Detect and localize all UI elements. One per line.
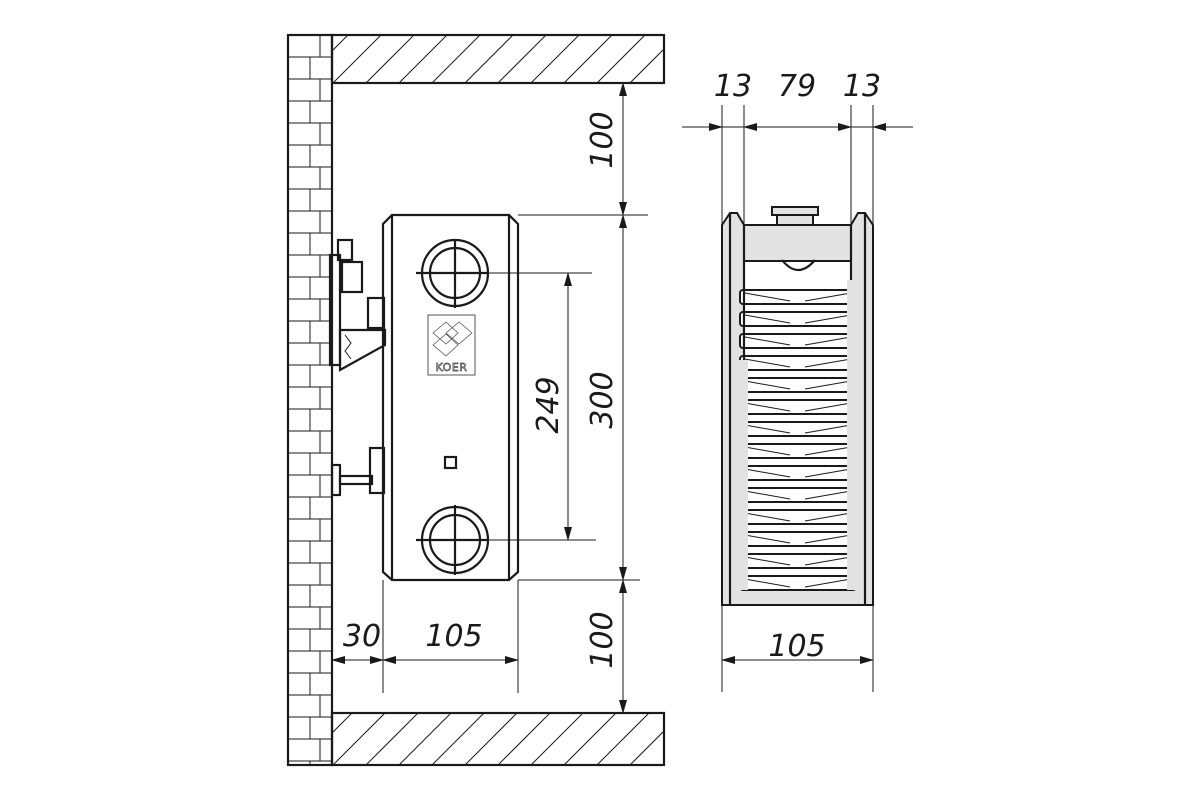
hatch-line <box>596 713 650 765</box>
fin-edge <box>744 512 852 522</box>
fin <box>739 487 857 503</box>
hatch-line <box>563 713 617 765</box>
fin-edge <box>744 490 852 500</box>
fin <box>739 553 857 569</box>
hatch-line <box>332 713 386 765</box>
brick-wall <box>286 33 334 767</box>
fin-edge <box>744 314 852 324</box>
hatch-line <box>431 35 481 83</box>
fin-edge <box>744 578 852 588</box>
fin-edge <box>744 556 852 566</box>
air-vent <box>443 455 458 470</box>
dim-height: 300 <box>585 371 620 428</box>
dim-side-depth: 105 <box>425 619 482 654</box>
fin-edge <box>744 446 852 456</box>
koer-logo: KOER <box>427 314 476 376</box>
radiator-section-view <box>721 206 874 606</box>
dim-front-middle: 79 <box>778 69 816 104</box>
hatch-line <box>464 35 514 83</box>
radiator-side-view: KOER <box>381 213 520 582</box>
fin-edge <box>744 380 852 390</box>
fin-edge <box>744 402 852 412</box>
front-dimensions: 13 79 13 105 <box>682 69 913 692</box>
hatch-line <box>662 763 664 765</box>
ceiling <box>330 33 666 85</box>
floor <box>330 711 748 767</box>
hatch-line <box>365 35 415 83</box>
fin-edge <box>744 358 852 368</box>
fin <box>739 509 857 525</box>
hatch-line <box>696 713 748 765</box>
wall-bracket-bottom <box>330 446 386 497</box>
hatch-line <box>662 81 664 83</box>
fin <box>739 311 857 327</box>
convector-fins <box>739 289 857 591</box>
fin-edge <box>744 292 852 302</box>
top-pipe-connection <box>416 238 490 308</box>
hatch-line <box>332 35 349 52</box>
fin <box>739 399 857 415</box>
fin <box>739 465 857 481</box>
fin <box>739 531 857 547</box>
hatch-line <box>497 713 551 765</box>
fin <box>739 575 857 591</box>
fin-edge <box>744 534 852 544</box>
dim-front-left: 13 <box>714 69 752 104</box>
fin <box>739 333 857 349</box>
fin <box>739 377 857 393</box>
hatch-line <box>596 35 646 83</box>
side-dimensions: 100 300 100 249 30 105 <box>331 82 648 714</box>
hatch-line <box>629 48 664 83</box>
fin-edge <box>744 468 852 478</box>
hatch-line <box>332 35 382 83</box>
fin <box>739 355 857 371</box>
hatch-line <box>563 35 613 83</box>
dim-front-depth: 105 <box>768 629 825 664</box>
hatch-line <box>332 713 353 734</box>
dim-bottom-clearance: 100 <box>585 611 620 668</box>
hatch-line <box>629 730 664 765</box>
dim-wall-gap: 30 <box>343 619 381 654</box>
hatch-line <box>398 713 452 765</box>
fin <box>739 421 857 437</box>
hatch-line <box>464 713 518 765</box>
dim-pipe-spacing: 249 <box>531 376 566 433</box>
hatch-line <box>365 713 419 765</box>
dim-front-right: 13 <box>843 69 881 104</box>
hatch-line <box>398 35 448 83</box>
hatch-line <box>497 35 547 83</box>
hatch-line <box>431 713 485 765</box>
hatch-line <box>530 35 580 83</box>
fin <box>739 289 857 305</box>
fin-edge <box>744 424 852 434</box>
fin-edge <box>744 336 852 346</box>
hatch-line <box>530 713 584 765</box>
dim-top-clearance: 100 <box>585 111 620 168</box>
bottom-pipe-connection <box>416 505 490 575</box>
wall-bracket-top <box>328 238 387 372</box>
logo-text: KOER <box>436 361 468 374</box>
fin <box>739 443 857 459</box>
